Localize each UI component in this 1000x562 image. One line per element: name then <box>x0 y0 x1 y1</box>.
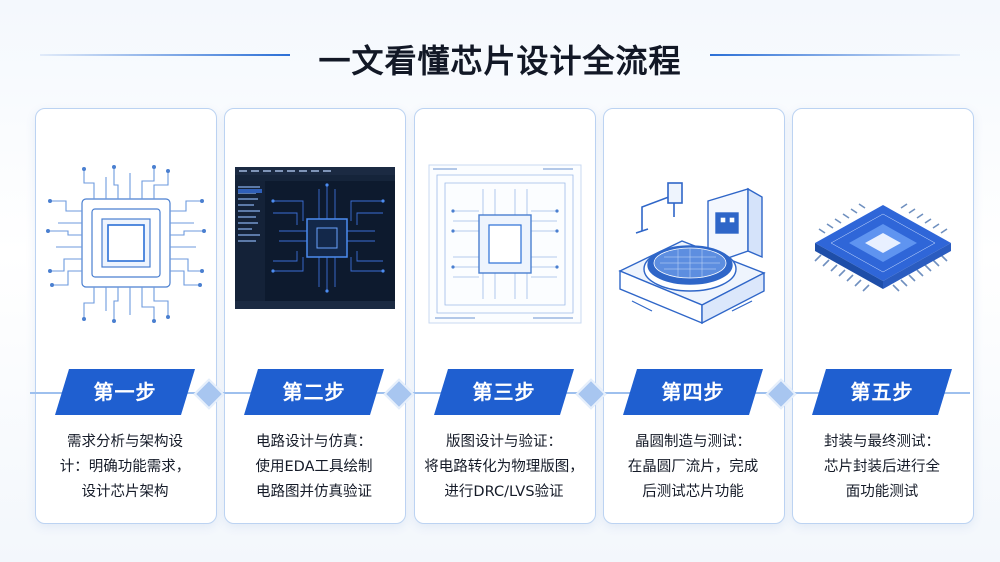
title-divider-right <box>710 54 960 56</box>
step-card-4 <box>603 108 785 524</box>
step-2-description: 电路设计与仿真： 使用EDA工具绘制 电路图并仿真验证 <box>224 430 404 505</box>
description-line: 封装与最终测试： <box>824 434 940 450</box>
title-divider-left <box>40 54 290 56</box>
title-row: 一文看懂芯片设计全流程 <box>0 30 1000 80</box>
packaged-chip-icon <box>814 203 951 292</box>
description-line: 晶圆制造与测试： <box>635 434 751 450</box>
step-3-label: 第三步 <box>434 369 574 415</box>
page-title: 一文看懂芯片设计全流程 <box>318 42 682 80</box>
description-line: 后测试芯片功能 <box>642 484 744 500</box>
step-5-description: 封装与最终测试： 芯片封装后进行全 面功能测试 <box>792 430 972 505</box>
description-line: 使用EDA工具绘制 <box>255 459 373 475</box>
step-card-3 <box>414 108 596 524</box>
description-line: 电路设计与仿真： <box>256 434 372 450</box>
description-line: 计：明确功能需求， <box>59 459 191 475</box>
layout-blueprint-icon <box>428 164 582 324</box>
eda-software-window-icon <box>235 167 395 309</box>
description-line: 芯片封装后进行全 <box>824 459 940 475</box>
description-line: 将电路转化为物理版图， <box>424 459 584 475</box>
step-2-label: 第二步 <box>244 369 384 415</box>
chip-architecture-icon <box>46 165 206 323</box>
step-1-label: 第一步 <box>55 369 195 415</box>
description-line: 需求分析与架构设 <box>67 434 183 450</box>
step-5-label: 第五步 <box>812 369 952 415</box>
step-card-1 <box>35 108 217 524</box>
description-line: 进行DRC/LVS验证 <box>444 484 564 500</box>
description-line: 面功能测试 <box>845 484 919 500</box>
wafer-fab-machine-icon <box>618 182 766 325</box>
description-line: 电路图并仿真验证 <box>256 484 372 500</box>
step-4-description: 晶圆制造与测试： 在晶圆厂流片，完成 后测试芯片功能 <box>603 430 783 505</box>
step-card-5 <box>792 108 974 524</box>
step-1-description: 需求分析与架构设 计：明确功能需求， 设计芯片架构 <box>35 430 215 505</box>
step-card-2 <box>224 108 406 524</box>
description-line: 在晶圆厂流片，完成 <box>627 459 759 475</box>
step-3-description: 版图设计与验证： 将电路转化为物理版图， 进行DRC/LVS验证 <box>414 430 594 505</box>
step-4-label: 第四步 <box>623 369 763 415</box>
description-line: 版图设计与验证： <box>446 434 562 450</box>
description-line: 设计芯片架构 <box>81 484 169 500</box>
